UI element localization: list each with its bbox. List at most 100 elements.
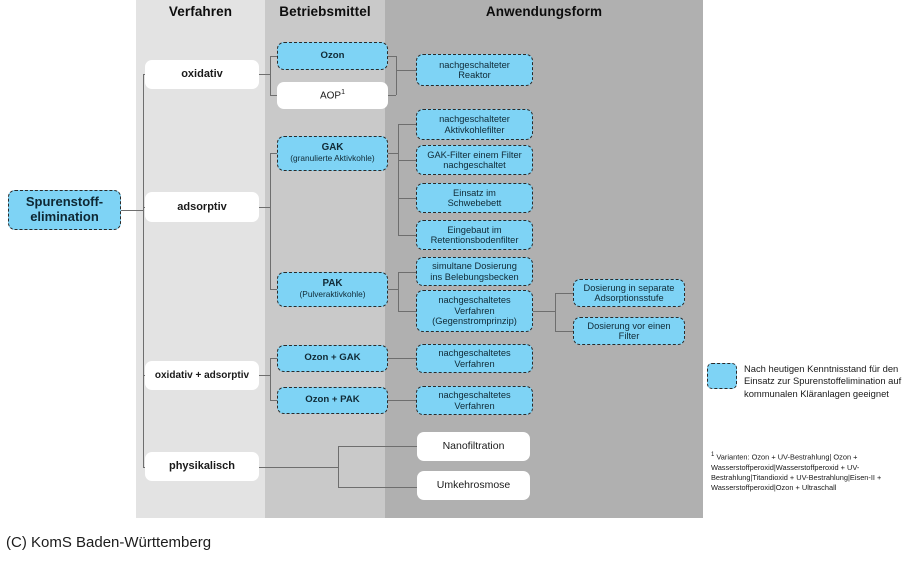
node-label: oxidativ + adsorptiv (154, 369, 250, 381)
node-label-line1: nachgeschaltetes (438, 348, 511, 359)
connector-pak-a1 (398, 272, 416, 273)
connector-ox-ozon (270, 56, 278, 57)
legend-text: Nach heutigen Kenntnisstand für den Eins… (744, 363, 902, 399)
node-betriebsmittel-ozon[interactable]: Ozon (277, 42, 388, 70)
column-title-betriebsmittel: Betriebsmittel (279, 4, 371, 19)
connector-phys-stub (259, 467, 338, 468)
node-label-line2: Reaktor (458, 70, 491, 80)
node-root-spurenstoffelimination[interactable]: Spurenstoff-elimination (8, 190, 121, 230)
connector-gak-a3 (398, 198, 416, 199)
connector-ozon-out (388, 56, 396, 57)
footnote-block: 1 Varianten: Ozon + UV-Bestrahlung| Ozon… (711, 451, 907, 493)
node-anwendung-nachgeschalteter-reaktor[interactable]: nachgeschalteter Reaktor (416, 54, 533, 86)
node-label-line2: Adsorptionsstufe (594, 293, 664, 303)
connector-pak-a2 (398, 311, 416, 312)
connector-ox-aop (270, 95, 278, 96)
connector-dosierung-1 (555, 293, 573, 294)
connector-dosierung-spine (555, 293, 556, 332)
connector-verfahren-spine (143, 74, 144, 467)
footnote-marker: 1 (711, 452, 715, 458)
node-betriebsmittel-ozon-gak[interactable]: Ozon + GAK (277, 345, 388, 372)
connector-oxads-spine (270, 358, 271, 400)
node-label: AOP1 (319, 89, 346, 102)
node-dosierung-vor-filter[interactable]: Dosierung vor einen Filter (573, 317, 685, 345)
node-label: Ozon (320, 49, 345, 61)
connector-aop-out (388, 95, 396, 96)
footnote-ref: 1 (341, 89, 346, 97)
node-anwendung-eingebaut-retentionsbodenfilter[interactable]: Eingebaut im Retentionsbodenfilter (416, 220, 533, 250)
node-anwendung-nachgeschaltetes-gegenstrom[interactable]: nachgeschaltetes Verfahren (Gegenstrompr… (416, 290, 533, 332)
legend-swatch-blue (707, 363, 737, 389)
connector-gak-a2 (398, 160, 416, 161)
node-label: Nanofiltration (442, 439, 505, 452)
column-title-verfahren: Verfahren (168, 4, 233, 19)
node-label-line1: Eingebaut im (447, 224, 502, 235)
node-anwendung-nanofiltration[interactable]: Nanofiltration (417, 432, 530, 461)
page-caption: (C) KomS Baden-Württemberg (6, 534, 212, 551)
connector-ozongak-out (388, 358, 416, 359)
node-betriebsmittel-aop[interactable]: AOP1 (277, 82, 388, 109)
node-label-line2: Verfahren (454, 305, 495, 316)
node-label: Ozon + GAK (304, 352, 361, 364)
node-label-line1: Dosierung vor einen (587, 320, 671, 331)
connector-gak-a1 (398, 124, 416, 125)
node-anwendung-nachgeschaltetes-verfahren-gak[interactable]: nachgeschaltetes Verfahren (416, 344, 533, 373)
node-label-line2: elimination (30, 209, 99, 224)
node-label-line1: nachgeschaltetes (438, 390, 511, 401)
connector-reaktor-in (396, 70, 416, 71)
node-label: PAK (322, 278, 343, 290)
node-label-line1: Dosierung in separate (583, 282, 675, 293)
connector-oxads-stub (259, 375, 270, 376)
node-label-line1: nachgeschalteter (439, 114, 510, 125)
connector-phys-nano (338, 446, 417, 447)
node-anwendung-einsatz-schwebebett[interactable]: Einsatz im Schwebebett (416, 183, 533, 213)
node-label: Umkehrosmose (436, 478, 511, 491)
connector-oxads-ogak (270, 358, 278, 359)
connector-phys-umkehr (338, 487, 417, 488)
connector-oxads-opak (270, 400, 278, 401)
node-label: oxidativ (181, 68, 223, 81)
node-betriebsmittel-pak[interactable]: PAK (Pulveraktivkohle) (277, 272, 388, 307)
node-verfahren-oxidativ[interactable]: oxidativ (145, 60, 259, 89)
connector-ozonpak-out (388, 400, 416, 401)
footnote-text: Varianten: Ozon + UV-Bestrahlung| Ozon +… (711, 452, 882, 492)
node-label: GAK (321, 142, 344, 154)
connector-ozonaop-merge (396, 56, 397, 95)
connector-gak-a4 (398, 235, 416, 236)
node-sublabel: (granulierte Aktivkohle) (290, 153, 375, 164)
node-label-line1: nachgeschalteter (439, 59, 510, 70)
connector-pak-out (388, 289, 398, 290)
connector-ads-stub (259, 207, 270, 208)
node-verfahren-adsorptiv[interactable]: adsorptiv (145, 192, 259, 222)
node-label: adsorptiv (177, 200, 227, 213)
node-label-line1: GAK-Filter einem Filter (427, 149, 522, 160)
node-label-line2: Filter (618, 331, 640, 341)
node-label-line2: nachgeschaltet (443, 160, 506, 170)
node-label-line2: Verfahren (454, 400, 495, 411)
column-band-betriebsmittel: Betriebsmittel (265, 0, 385, 518)
connector-ads-spine (270, 153, 271, 289)
node-anwendung-nachgeschaltetes-verfahren-pak[interactable]: nachgeschaltetes Verfahren (416, 386, 533, 415)
connector-ads-pak (270, 289, 278, 290)
node-anwendung-nachgeschalteter-aktivkohlefilter[interactable]: nachgeschalteter Aktivkohlefilter (416, 109, 533, 140)
node-dosierung-separate-adsorptionsstufe[interactable]: Dosierung in separate Adsorptionsstufe (573, 279, 685, 307)
connector-gak-spine (398, 124, 399, 235)
node-anwendung-gak-filter-nachgeschaltet[interactable]: GAK-Filter einem Filter nachgeschaltet (416, 145, 533, 175)
node-label-line1: Spurenstoff- (25, 194, 104, 210)
node-betriebsmittel-gak[interactable]: GAK (granulierte Aktivkohle) (277, 136, 388, 171)
node-verfahren-physikalisch[interactable]: physikalisch (145, 452, 259, 481)
node-verfahren-oxidativ-adsorptiv[interactable]: oxidativ + adsorptiv (145, 361, 259, 390)
node-betriebsmittel-ozon-pak[interactable]: Ozon + PAK (277, 387, 388, 414)
node-label-line2: Schwebebett (447, 198, 502, 208)
node-anwendung-umkehrosmose[interactable]: Umkehrosmose (417, 471, 530, 500)
connector-root-stub (121, 210, 143, 211)
node-sublabel: (Pulveraktivkohle) (299, 289, 366, 300)
connector-dosierung-2 (555, 331, 573, 332)
column-title-anwendungsform: Anwendungsform (485, 4, 603, 19)
connector-ox-stub (259, 74, 270, 75)
node-label-line2: Retentionsbodenfilter (430, 235, 519, 245)
node-label-line2: Aktivkohlefilter (444, 124, 505, 135)
node-label-line1: Einsatz im (453, 187, 496, 198)
node-anwendung-simultane-dosierung[interactable]: simultane Dosierung ins Belebungsbecken (416, 257, 533, 286)
